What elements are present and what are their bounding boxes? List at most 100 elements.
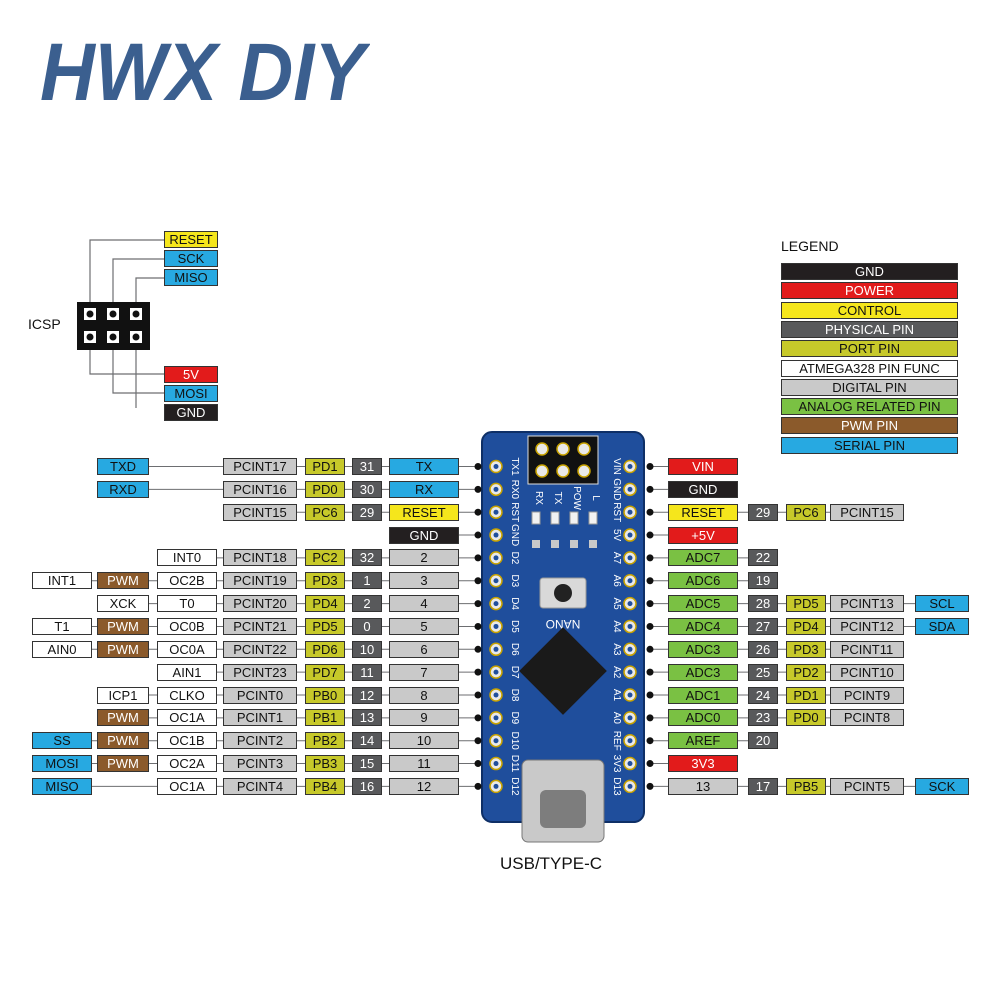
left-pin-dot: [474, 463, 482, 470]
right-pin-6-digital: PCINT13: [830, 595, 904, 613]
left-pin-13-pwm: PWM: [97, 755, 149, 773]
legend-item-analog: ANALOG RELATED PIN: [781, 398, 958, 416]
right-pin-dot: [646, 691, 654, 699]
right-pin-6-port: PD5: [786, 595, 826, 613]
left-pin-4-digital: 2: [389, 549, 459, 567]
board-hole-right-center: [627, 555, 633, 561]
right-pin-2-port: PC6: [786, 503, 826, 521]
right-pin-dot: [646, 463, 654, 470]
board-hole-right-center: [627, 761, 633, 767]
right-pin-11-analog: ADC0: [668, 709, 738, 727]
board-led: [531, 511, 541, 525]
left-pin-dot: [474, 554, 482, 562]
left-pin-dot: [474, 485, 482, 493]
icsp-pin-dot: [109, 333, 117, 341]
legend-item-physical: PHYSICAL PIN: [781, 320, 958, 338]
left-pin-dot: [474, 782, 482, 790]
left-pin-12-port: PB2: [305, 732, 345, 750]
left-pin-3-gnd: GND: [389, 526, 459, 544]
right-pin-10-analog: ADC1: [668, 686, 738, 704]
board-led-label: RX: [533, 491, 544, 505]
left-pin-14-port: PB4: [305, 777, 345, 795]
board-silk-right: A3: [611, 643, 622, 656]
right-pin-6-analog: ADC5: [668, 595, 738, 613]
left-pin-0-serial: TX: [389, 458, 459, 475]
left-pin-dot: [474, 508, 482, 516]
board-silk-right: A6: [611, 575, 622, 588]
icsp-bottom-mosi: MOSI: [164, 385, 218, 402]
right-pin-8-analog: ADC3: [668, 640, 738, 658]
board-silk-right: A4: [611, 620, 622, 633]
board-silk-right: A1: [611, 689, 622, 702]
right-pin-11-port: PD0: [786, 709, 826, 727]
right-pin-dot: [646, 577, 654, 585]
board-resistor: [532, 540, 540, 548]
nano-board: NANO: [481, 431, 645, 843]
legend-item-func: ATMEGA328 PIN FUNC: [781, 359, 958, 377]
legend-title: LEGEND: [781, 238, 839, 254]
right-pin-2-control: RESET: [668, 503, 738, 521]
right-pin-dot: [646, 622, 654, 630]
left-pin-13-port: PB3: [305, 755, 345, 773]
left-pin-10-digital: 8: [389, 686, 459, 704]
board-silk-right: REF: [611, 731, 622, 751]
board-hole-left-center: [493, 623, 499, 629]
left-pin-11-physical: 13: [352, 709, 382, 727]
left-pin-13-physical: 15: [352, 755, 382, 773]
left-pin-dot: [474, 760, 482, 768]
right-pin-10-port: PD1: [786, 686, 826, 704]
right-pin-dot: [646, 760, 654, 768]
reset-button-cap: [554, 584, 572, 602]
icsp-wire-bottom: [112, 350, 164, 394]
icsp-top-miso: MISO: [164, 269, 218, 286]
board-silk-left: GND: [509, 524, 520, 546]
left-pin-5-func: OC2B: [157, 572, 217, 590]
icsp-bottom-5v: 5V: [164, 366, 218, 383]
left-pin-2-physical: 29: [352, 503, 382, 521]
legend-item-gnd: GND: [781, 263, 958, 280]
board-led: [569, 511, 579, 525]
left-pin-13-func: OC2A: [157, 755, 217, 773]
right-pin-7-physical: 27: [748, 617, 778, 635]
left-pin-4-func: INT0: [157, 549, 217, 567]
left-pin-9-port: PD7: [305, 663, 345, 681]
icsp-wire-top: [135, 277, 164, 302]
left-pin-14-physical: 16: [352, 777, 382, 795]
right-pin-dot: [646, 782, 654, 790]
board-led-label: POW: [571, 486, 582, 510]
left-pin-8-pwm: PWM: [97, 640, 149, 658]
brand-logo: HWX DIY: [40, 30, 370, 110]
left-pin-11-digital: PCINT1: [223, 709, 297, 727]
board-led-label: L: [590, 495, 601, 501]
left-pin-6-digital: 4: [389, 595, 459, 613]
board-hole-right-center: [627, 486, 633, 492]
right-pin-dot: [646, 645, 654, 653]
left-pin-1-physical: 30: [352, 480, 382, 498]
legend-item-pwm: PWM PIN: [781, 417, 958, 435]
board-hole-left-center: [493, 646, 499, 652]
left-pin-2-digital: PCINT15: [223, 503, 297, 521]
board-silk-left: D10: [509, 732, 520, 751]
left-pin-dot: [474, 691, 482, 699]
board-icsp-hole: [556, 464, 570, 478]
right-pin-4-analog: ADC7: [668, 549, 738, 567]
left-pin-8-port: PD6: [305, 640, 345, 658]
board-led-label: TX: [552, 492, 563, 505]
board-icsp-hole: [535, 464, 549, 478]
board-hole-right-center: [627, 646, 633, 652]
left-pin-7-func: OC0B: [157, 617, 217, 635]
left-pin-1-port: PD0: [305, 480, 345, 498]
board-hole-left-center: [493, 578, 499, 584]
board-silk-left: D9: [509, 711, 520, 724]
right-pin-9-digital: PCINT10: [830, 663, 904, 681]
left-pin-11-digital: 9: [389, 709, 459, 727]
right-pin-6-serial: SCL: [915, 595, 969, 613]
board-hole-left-center: [493, 509, 499, 515]
left-pin-14-serial: MISO: [32, 777, 92, 795]
left-pin-0-physical: 31: [352, 458, 382, 475]
left-pin-dot: [474, 531, 482, 539]
icsp-pin-dot: [132, 333, 140, 341]
board-hole-left-center: [493, 738, 499, 744]
left-pin-12-physical: 14: [352, 732, 382, 750]
